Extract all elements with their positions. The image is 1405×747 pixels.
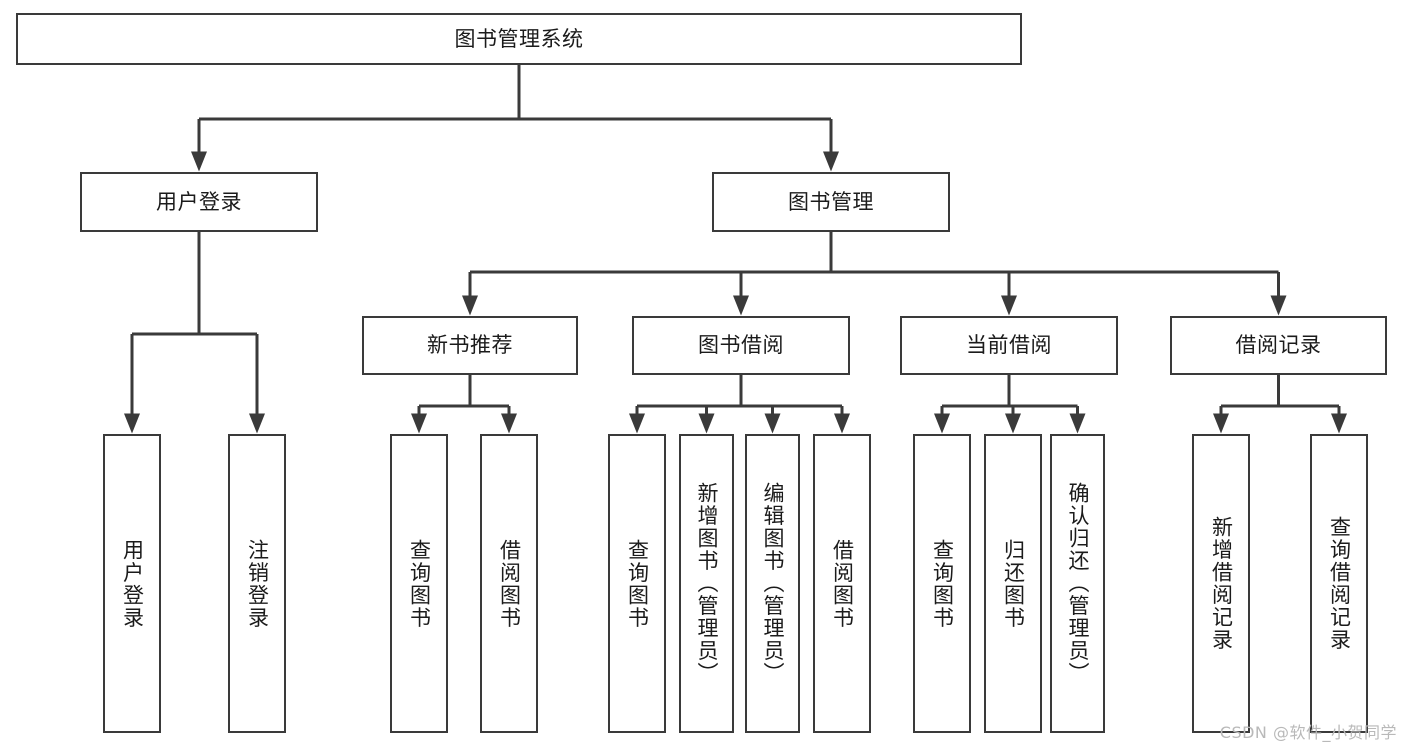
node-leaf-q2[interactable]: 查询图书: [608, 434, 666, 733]
node-leaf-addrec[interactable]: 新增借阅记录: [1192, 434, 1250, 733]
node-label: 当前借阅: [966, 333, 1052, 358]
node-leaf-logout[interactable]: 注销登录: [228, 434, 286, 733]
node-label: 新书推荐: [427, 333, 513, 358]
node-label: 借阅图书: [497, 538, 522, 629]
node-borrow[interactable]: 图书借阅: [632, 316, 850, 375]
node-label: 确认归还（管理员）: [1065, 482, 1090, 685]
node-label: 借阅图书: [830, 538, 855, 629]
node-label: 查询图书: [625, 538, 650, 629]
node-login[interactable]: 用户登录: [80, 172, 318, 232]
node-bookmgmt[interactable]: 图书管理: [712, 172, 950, 232]
node-leaf-q3[interactable]: 查询图书: [913, 434, 971, 733]
node-label: 图书借阅: [698, 333, 784, 358]
node-records[interactable]: 借阅记录: [1170, 316, 1387, 375]
node-label: 图书管理系统: [454, 26, 584, 51]
node-label: 编辑图书（管理员）: [760, 482, 785, 685]
node-label: 借阅记录: [1235, 333, 1322, 358]
node-label: 归还图书: [1001, 538, 1026, 629]
node-label: 查询图书: [930, 538, 955, 629]
node-label: 注销登录: [245, 538, 270, 629]
node-newbook[interactable]: 新书推荐: [362, 316, 578, 375]
node-label: 新增借阅记录: [1209, 516, 1234, 651]
node-leaf-conf[interactable]: 确认归还（管理员）: [1050, 434, 1105, 733]
node-label: 用户登录: [156, 189, 242, 214]
node-root[interactable]: 图书管理系统: [16, 13, 1022, 65]
node-current[interactable]: 当前借阅: [900, 316, 1118, 375]
node-leaf-login[interactable]: 用户登录: [103, 434, 161, 733]
node-leaf-qrec[interactable]: 查询借阅记录: [1310, 434, 1368, 733]
node-leaf-add[interactable]: 新增图书（管理员）: [679, 434, 734, 733]
node-leaf-b2[interactable]: 借阅图书: [813, 434, 871, 733]
node-label: 图书管理: [788, 189, 874, 214]
node-leaf-b1[interactable]: 借阅图书: [480, 434, 538, 733]
node-label: 新增图书（管理员）: [694, 482, 719, 685]
node-label: 查询图书: [407, 538, 432, 629]
node-label: 查询借阅记录: [1327, 516, 1352, 651]
node-leaf-q1[interactable]: 查询图书: [390, 434, 448, 733]
node-leaf-edit[interactable]: 编辑图书（管理员）: [745, 434, 800, 733]
node-label: 用户登录: [120, 538, 145, 629]
watermark: CSDN @软件_小贺同学: [1219, 723, 1397, 742]
node-leaf-ret[interactable]: 归还图书: [984, 434, 1042, 733]
